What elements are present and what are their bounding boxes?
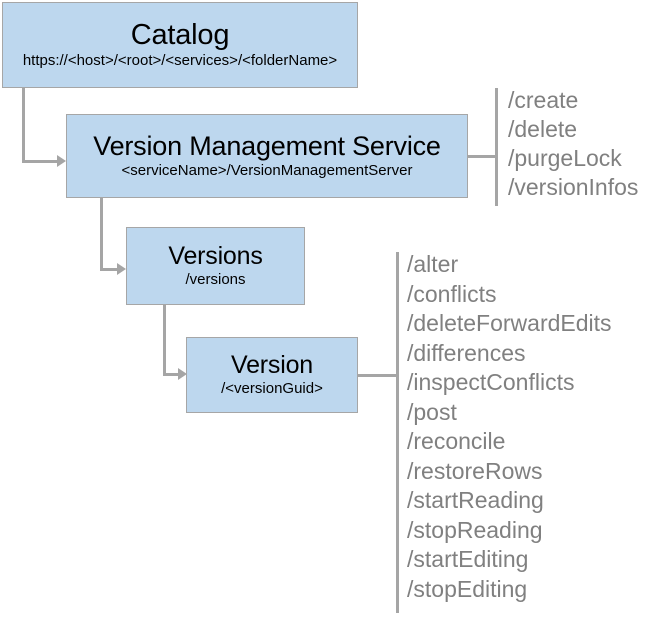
- connector-vms-operations-bracket: [495, 88, 498, 206]
- connector-version-to-operations-horizontal: [358, 374, 398, 377]
- connector-versions-to-version-vertical: [163, 305, 166, 375]
- node-versions-title: Versions: [168, 242, 263, 271]
- operation-item[interactable]: /deleteForwardEdits: [407, 310, 612, 336]
- operation-item[interactable]: /stopReading: [407, 516, 543, 543]
- arrowhead-catalog-to-vms: [57, 155, 66, 167]
- connector-catalog-to-vms-vertical: [22, 88, 25, 162]
- node-catalog[interactable]: Catalog https://<host>/<root>/<services>…: [2, 2, 358, 88]
- operation-item[interactable]: /reconcile: [407, 428, 506, 454]
- connector-version-operations-bracket: [396, 252, 399, 613]
- node-versions-subtitle: /versions: [185, 271, 246, 289]
- node-vms-subtitle: <serviceName>/VersionManagementServer: [121, 162, 413, 180]
- connector-versions-to-version-horizontal: [163, 373, 179, 376]
- operation-item[interactable]: /differences: [407, 339, 526, 366]
- arrowhead-vms-to-versions: [117, 263, 126, 275]
- arrowhead-versions-to-version: [178, 368, 187, 380]
- operation-item[interactable]: /purgeLock: [508, 145, 622, 171]
- operation-list-version: /alter /conflicts /deleteForwardEdits /d…: [407, 250, 612, 604]
- operation-item[interactable]: /restoreRows: [407, 457, 543, 484]
- node-version-subtitle: /<versionGuid>: [221, 380, 323, 398]
- node-catalog-subtitle: https://<host>/<root>/<services>/<folder…: [22, 52, 338, 70]
- operation-item[interactable]: /versionInfos: [508, 174, 639, 200]
- operation-item[interactable]: /startEditing: [407, 546, 529, 572]
- node-version-title: Version: [231, 351, 313, 380]
- operation-item[interactable]: /startReading: [407, 487, 544, 513]
- operation-item[interactable]: /stopEditing: [407, 575, 528, 602]
- node-version-management-service[interactable]: Version Management Service <serviceName>…: [66, 114, 468, 198]
- operation-item[interactable]: /post: [407, 398, 457, 425]
- operation-item[interactable]: /delete: [508, 116, 578, 142]
- operation-item[interactable]: /inspectConflicts: [407, 369, 575, 395]
- operation-item[interactable]: /conflicts: [407, 280, 497, 307]
- operation-list-vms: /create /delete /purgeLock /versionInfos: [508, 86, 638, 202]
- node-vms-title: Version Management Service: [93, 131, 441, 162]
- connector-vms-to-versions-horizontal: [100, 268, 118, 271]
- connector-vms-to-versions-vertical: [100, 198, 103, 270]
- node-versions[interactable]: Versions /versions: [126, 227, 305, 305]
- operation-item[interactable]: /create: [508, 87, 579, 113]
- node-catalog-title: Catalog: [130, 19, 230, 52]
- connector-vms-to-operations-horizontal: [468, 155, 498, 158]
- operation-item[interactable]: /alter: [407, 251, 459, 277]
- connector-catalog-to-vms-horizontal: [22, 160, 58, 163]
- node-version[interactable]: Version /<versionGuid>: [186, 337, 358, 413]
